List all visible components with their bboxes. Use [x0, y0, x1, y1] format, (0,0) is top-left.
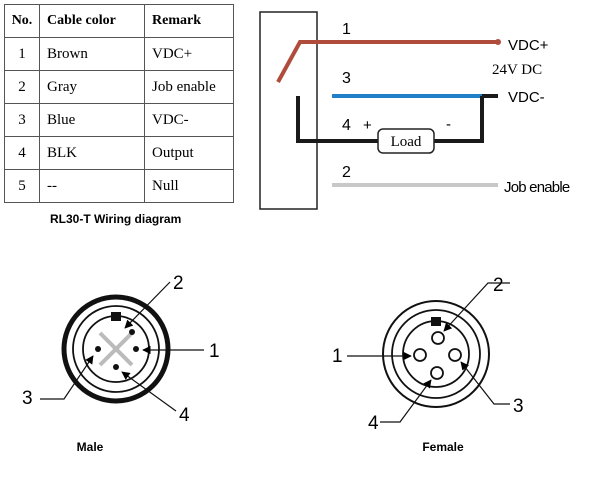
male-pin-label-1: 1 — [209, 341, 220, 362]
female-pin-label-2: 2 — [493, 275, 504, 296]
cell-remark: Null — [144, 169, 234, 203]
female-connector: 2 1 3 4 Female — [332, 275, 524, 454]
female-socket-1 — [413, 348, 427, 362]
cell-remark: Output — [144, 136, 234, 170]
table-row: 3 Blue VDC- — [4, 103, 234, 137]
female-socket-2 — [431, 331, 445, 345]
cell-color: BLK — [39, 136, 145, 170]
table-header-row: No. Cable color Remark — [4, 4, 234, 38]
cell-remark: VDC+ — [144, 37, 234, 71]
female-key-notch — [431, 317, 441, 326]
wire-label-4: 4 — [342, 117, 351, 134]
header-cable-color: Cable color — [39, 4, 145, 38]
female-socket-3 — [448, 348, 462, 362]
vdc-plus-label: VDC+ — [508, 37, 549, 54]
male-pin-4 — [113, 364, 119, 370]
job-enable-label: Job enable — [504, 179, 570, 196]
male-pin-3 — [95, 346, 101, 352]
male-label: Male — [77, 440, 104, 454]
cell-color: Brown — [39, 37, 145, 71]
female-socket-4 — [430, 366, 444, 380]
table-row: 4 BLK Output — [4, 136, 234, 170]
cell-no: 2 — [4, 70, 40, 104]
male-key-notch — [111, 312, 121, 321]
table-row: 2 Gray Job enable — [4, 70, 234, 104]
sensor-body — [259, 11, 318, 210]
male-pin-1 — [133, 346, 139, 352]
wire-label-3: 3 — [342, 70, 351, 87]
female-leader-2 — [443, 282, 510, 332]
female-pin-label-1: 1 — [332, 346, 343, 367]
table-row: 1 Brown VDC+ — [4, 37, 234, 71]
cell-color: Blue — [39, 103, 145, 137]
load-minus-sign: - — [446, 116, 451, 133]
wiring-caption: RL30-T Wiring diagram — [50, 212, 182, 226]
male-pin-label-4: 4 — [179, 405, 190, 426]
black-wire-left — [296, 96, 378, 143]
cell-remark: VDC- — [144, 103, 234, 137]
male-pin-label-2: 2 — [173, 273, 184, 294]
male-leader-3 — [40, 355, 94, 400]
female-leader-4 — [380, 379, 432, 423]
female-label: Female — [422, 440, 464, 454]
female-pin-label-3: 3 — [513, 396, 524, 417]
male-leader-2 — [124, 281, 171, 329]
male-cross-line — [98, 331, 134, 367]
load-box — [377, 128, 435, 154]
cell-no: 5 — [4, 169, 40, 203]
wire-label-1: 1 — [342, 21, 351, 38]
male-connector: 2 1 3 4 Male — [22, 273, 220, 454]
load-plus-sign: + — [363, 117, 372, 134]
vdc-minus-label: VDC- — [508, 89, 545, 106]
brown-wire — [276, 40, 498, 83]
wire-label-2: 2 — [342, 164, 351, 181]
male-leader-4 — [121, 371, 177, 412]
cell-color: -- — [39, 169, 145, 203]
male-pin-2 — [129, 329, 135, 335]
table-row: 5 -- Null — [4, 169, 234, 203]
wire-end-dot — [495, 39, 501, 45]
header-no: No. — [4, 4, 40, 38]
load-label: Load — [391, 134, 422, 150]
black-wire-right — [434, 96, 484, 143]
male-pin-label-3: 3 — [22, 388, 33, 409]
female-leader-3 — [460, 361, 510, 405]
cell-color: Gray — [39, 70, 145, 104]
pin-table: No. Cable color Remark 1 Brown VDC+ 2 Gr… — [4, 4, 234, 203]
female-pin-label-4: 4 — [368, 413, 379, 434]
cell-no: 1 — [4, 37, 40, 71]
cell-remark: Job enable — [144, 70, 234, 104]
cell-no: 4 — [4, 136, 40, 170]
supply-label: 24V DC — [492, 62, 542, 78]
